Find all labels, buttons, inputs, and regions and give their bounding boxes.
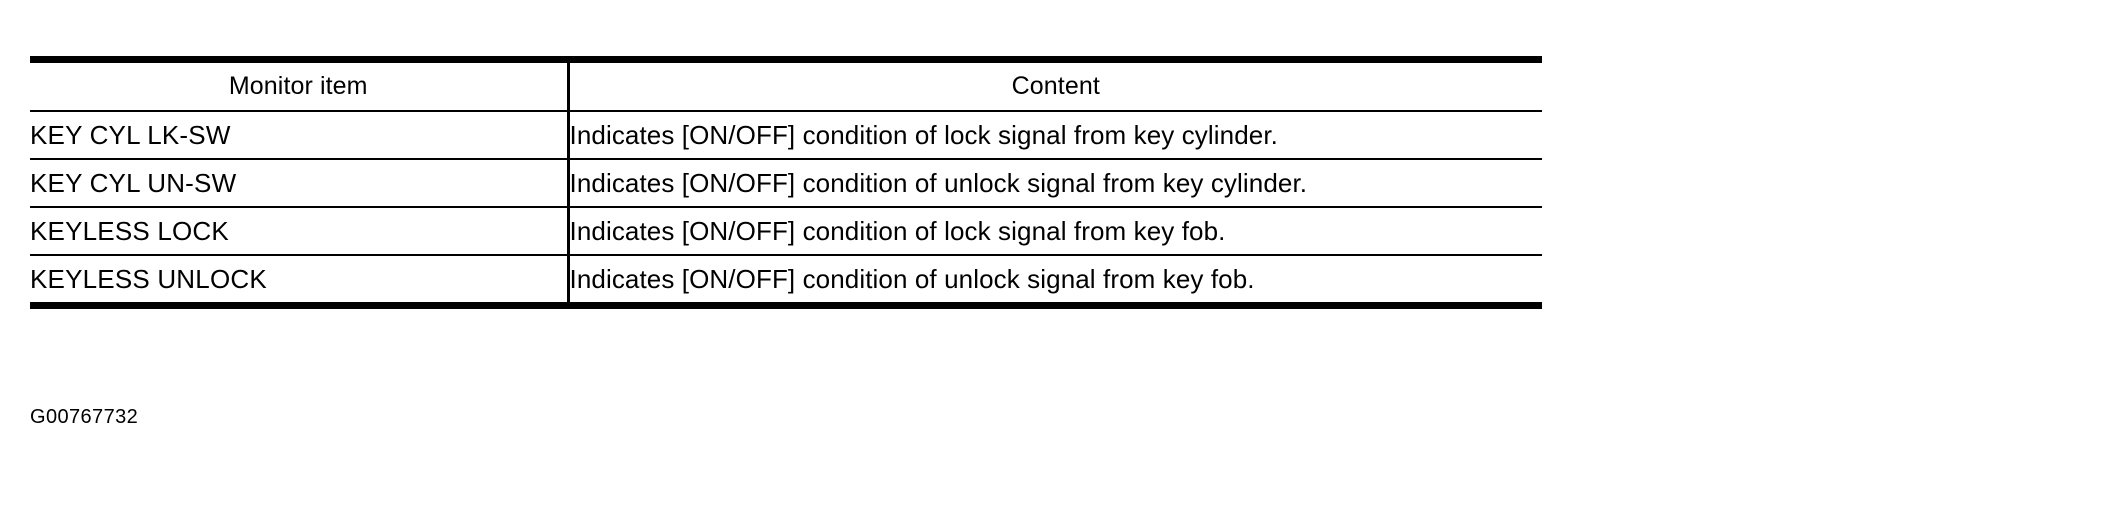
monitor-item-table-wrapper: Monitor item Content KEY CYL LK-SW Indic… xyxy=(30,56,1542,309)
monitor-item-table: Monitor item Content KEY CYL LK-SW Indic… xyxy=(30,56,1542,309)
table-row: KEY CYL UN-SW Indicates [ON/OFF] conditi… xyxy=(30,159,1542,208)
cell-monitor-item: KEYLESS LOCK xyxy=(30,207,568,256)
table-body: KEY CYL LK-SW Indicates [ON/OFF] conditi… xyxy=(30,111,1542,309)
table-row: KEY CYL LK-SW Indicates [ON/OFF] conditi… xyxy=(30,111,1542,160)
column-header-content: Content xyxy=(566,56,1542,112)
table-row: KEYLESS UNLOCK Indicates [ON/OFF] condit… xyxy=(30,255,1542,309)
cell-monitor-item: KEY CYL UN-SW xyxy=(30,159,568,208)
cell-content: Indicates [ON/OFF] condition of unlock s… xyxy=(566,159,1542,208)
table-header-row: Monitor item Content xyxy=(30,56,1542,112)
cell-content: Indicates [ON/OFF] condition of unlock s… xyxy=(566,255,1542,309)
cell-monitor-item: KEY CYL LK-SW xyxy=(30,111,568,160)
column-header-monitor-item: Monitor item xyxy=(30,56,568,112)
cell-monitor-item: KEYLESS UNLOCK xyxy=(30,255,568,309)
table-header: Monitor item Content xyxy=(30,56,1542,112)
table-row: KEYLESS LOCK Indicates [ON/OFF] conditio… xyxy=(30,207,1542,256)
figure-caption: G00767732 xyxy=(30,406,139,428)
cell-content: Indicates [ON/OFF] condition of lock sig… xyxy=(566,207,1542,256)
cell-content: Indicates [ON/OFF] condition of lock sig… xyxy=(566,111,1542,160)
